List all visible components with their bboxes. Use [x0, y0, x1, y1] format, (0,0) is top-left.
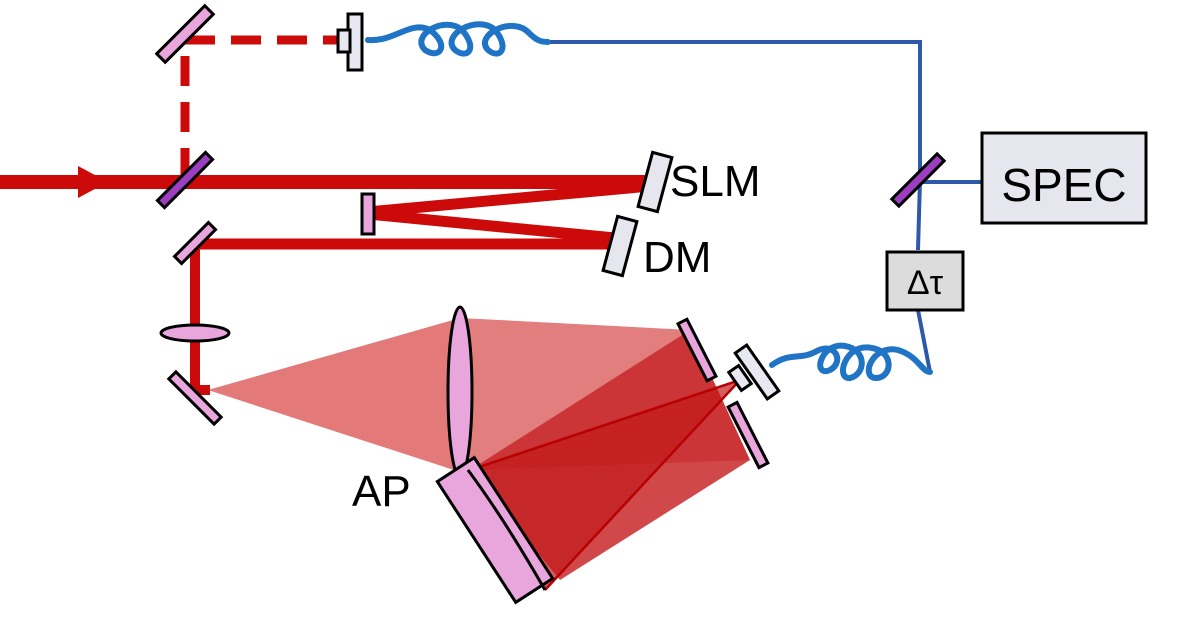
beam-paths: [0, 35, 651, 395]
input-arrow-icon: [78, 166, 108, 198]
connector-bottom-ferrule: [726, 363, 754, 393]
fiber-connectors: [336, 12, 781, 402]
mirror-fold: [360, 192, 376, 236]
ap-label: AP: [352, 467, 411, 516]
delay-box: [885, 250, 965, 312]
slm-label: SLM: [670, 157, 760, 206]
beam-fans: [208, 318, 750, 591]
beam-inner-fan: [470, 380, 740, 590]
dm: [601, 214, 639, 278]
component-labels: SLM DM AP: [352, 157, 760, 516]
connector-bottom-plate: [733, 342, 781, 402]
spec-box: [980, 131, 1148, 225]
beam-slm-to-mirror: [367, 180, 651, 218]
delay-label: Δτ: [907, 264, 944, 302]
instrument-boxes: SPEC Δτ: [885, 131, 1148, 312]
fiber-coil-bottom: [769, 342, 933, 382]
ap-mirror: [435, 455, 555, 605]
fiber-line-side: [916, 309, 932, 373]
mirror-pickoff: [172, 220, 218, 266]
spec-label: SPEC: [1001, 159, 1126, 211]
lens-small: [159, 323, 231, 343]
fibers: [365, 21, 985, 382]
beam-cone-to-lens: [208, 318, 460, 472]
fiber-coil-top: [365, 21, 551, 57]
mirror-cone: [166, 369, 224, 427]
connector-top-ferrule: [336, 28, 352, 54]
optics: [154, 3, 947, 605]
fiber-line-top: [545, 40, 922, 251]
lens-large: [446, 305, 474, 479]
ap-mirror-face: [466, 469, 547, 591]
beamsplitter-spec: [889, 151, 947, 209]
slm: [636, 150, 674, 214]
focus-ray-lower: [544, 379, 741, 591]
mirror-top-left: [154, 3, 216, 65]
beamsplitter-input: [155, 150, 215, 210]
dm-label: DM: [643, 233, 711, 282]
focus-ray-upper: [469, 378, 741, 472]
beam-mirror-to-dm: [367, 208, 616, 244]
mirror-right-lower: [726, 400, 770, 470]
mirror-right-upper: [675, 317, 719, 383]
